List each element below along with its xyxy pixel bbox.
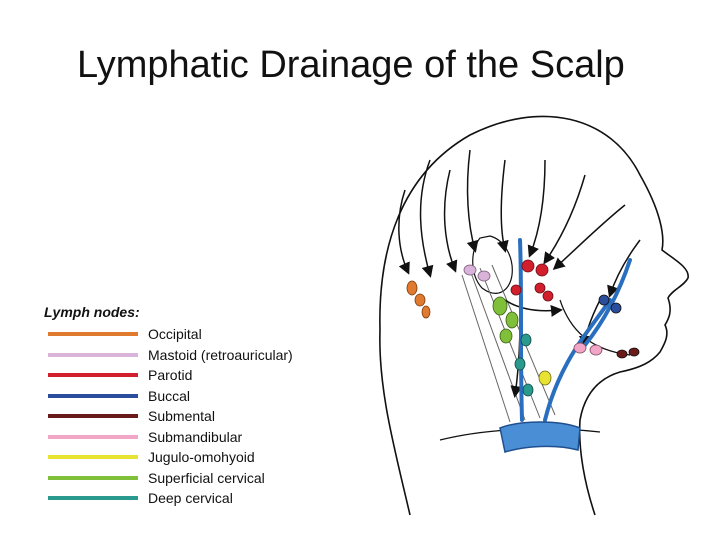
internal-jugular-vein bbox=[518, 238, 524, 422]
legend-swatch bbox=[48, 332, 138, 337]
submental-nodes bbox=[616, 347, 640, 359]
head-outline bbox=[379, 115, 689, 516]
legend-swatch bbox=[48, 414, 138, 419]
arrow-parotid-1 bbox=[527, 159, 546, 258]
legend-swatch bbox=[48, 496, 138, 501]
legend-swatch bbox=[48, 393, 138, 398]
legend-label: Deep cervical bbox=[148, 490, 233, 507]
legend-swatch bbox=[48, 373, 138, 378]
legend-swatch bbox=[48, 434, 138, 439]
buccal-nodes bbox=[598, 294, 622, 314]
legend-item: Parotid bbox=[44, 365, 344, 386]
legend-swatch bbox=[48, 475, 138, 480]
legend-item: Deep cervical bbox=[44, 488, 344, 509]
arrow-parotid-3 bbox=[552, 204, 626, 271]
mastoid-nodes bbox=[463, 264, 491, 282]
legend-label: Submandibular bbox=[148, 428, 243, 445]
deep-cervical-nodes bbox=[514, 333, 534, 397]
legend-title: Lymph nodes: bbox=[44, 304, 140, 320]
arrow-mastoid-2 bbox=[496, 159, 509, 253]
legend-label: Mastoid (retroauricular) bbox=[148, 346, 293, 363]
arrow-occipital-3 bbox=[443, 169, 458, 273]
legend-label: Jugulo-omohyoid bbox=[148, 449, 255, 466]
legend-item: Buccal bbox=[44, 386, 344, 407]
occipital-nodes bbox=[406, 280, 431, 319]
slide-title: Lymphatic Drainage of the Scalp bbox=[77, 44, 625, 86]
ear-outline bbox=[472, 235, 513, 294]
arrow-occipital-2 bbox=[419, 159, 434, 278]
arrow-buccal bbox=[607, 239, 641, 298]
legend-label: Buccal bbox=[148, 387, 191, 404]
legend-item: Occipital bbox=[44, 324, 344, 345]
legend-item: Submandibular bbox=[44, 427, 344, 448]
legend-label: Occipital bbox=[148, 326, 202, 343]
superficial-cervical-nodes bbox=[492, 296, 519, 344]
jugulo-omohyoid-nodes bbox=[538, 370, 552, 386]
legend-swatch bbox=[48, 455, 138, 460]
legend-label: Parotid bbox=[148, 367, 193, 384]
submandibular-nodes bbox=[573, 342, 603, 356]
parotid-nodes bbox=[510, 259, 554, 302]
subclavian-vein bbox=[499, 421, 581, 453]
neck-muscle bbox=[461, 264, 556, 423]
legend-item: Submental bbox=[44, 406, 344, 427]
arrow-mastoid-1 bbox=[466, 149, 479, 253]
drainage-arrows bbox=[398, 149, 641, 398]
legend-label: Submental bbox=[148, 408, 215, 425]
legend-label: Superficial cervical bbox=[148, 469, 265, 486]
arrow-occipital-1 bbox=[398, 189, 410, 275]
legend-swatch bbox=[48, 352, 138, 357]
external-jugular-vein bbox=[543, 298, 612, 422]
legend-item: Superficial cervical bbox=[44, 468, 344, 489]
arrow-parotid-4 bbox=[504, 299, 563, 317]
arrow-parotid-2 bbox=[543, 174, 586, 265]
facial-vein bbox=[583, 258, 632, 347]
legend-item: Mastoid (retroauricular) bbox=[44, 345, 344, 366]
legend-item: Jugulo-omohyoid bbox=[44, 447, 344, 468]
